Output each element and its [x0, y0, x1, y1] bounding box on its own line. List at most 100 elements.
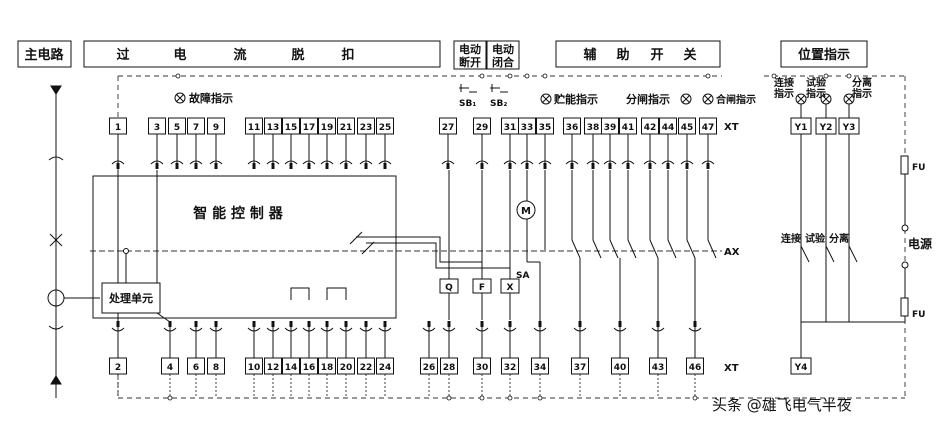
coil-label: F	[479, 283, 485, 293]
open-indication-label: 分闸指示	[626, 92, 670, 106]
plug-contact-icon	[475, 160, 489, 165]
watermark: 头条 @雄飞电气半夜	[712, 396, 852, 414]
plug-contact-icon	[111, 327, 125, 332]
terminal-label: 2	[115, 363, 121, 373]
main-contact-top-icon	[48, 156, 64, 161]
plug-contact-icon	[302, 327, 316, 332]
terminal-box	[473, 117, 491, 135]
plug-pin-icon	[116, 321, 120, 327]
plug-pin-icon	[618, 321, 622, 327]
terminal-bottom-37: 37	[571, 321, 589, 375]
terminal-top-21: 21	[337, 117, 355, 169]
terminal-label: 12	[267, 363, 280, 373]
plug-pin-icon	[175, 163, 179, 169]
plug-pin-icon	[271, 321, 275, 327]
terminal-label: 41	[622, 123, 635, 133]
terminal-bottom-4: 4	[161, 321, 179, 375]
coil-box	[439, 278, 459, 294]
terminal-label: 30	[476, 363, 489, 373]
sb1-label: SB₁	[459, 99, 476, 109]
plug-pin-icon	[666, 163, 670, 169]
terminal-bottom-32: 32	[501, 321, 519, 375]
terminal-bottom-8: 8	[207, 321, 225, 375]
test-ind-line-2: 指示	[806, 87, 826, 100]
plug-contact-icon	[359, 160, 373, 165]
terminal-top-11: 11	[245, 117, 263, 169]
power-terminal-top	[901, 224, 909, 232]
smart-controller-label: 智 能 控 制 器	[192, 205, 283, 222]
motor-close-line-2: 闭合	[492, 55, 515, 69]
plug-contact-icon	[688, 327, 702, 332]
plug-pin-icon	[427, 321, 431, 327]
energy-indication-label: 贮能指示	[553, 92, 598, 106]
aux-contact-icon	[571, 239, 581, 259]
terminal-label: 25	[379, 123, 392, 133]
plug-pin-icon	[252, 163, 256, 169]
plug-pin-icon	[289, 321, 293, 327]
terminal-box	[518, 117, 536, 135]
terminal-top-17: 17	[300, 117, 318, 169]
plug-contact-icon	[209, 160, 223, 165]
test-ind-line-1: 试验	[806, 76, 827, 89]
connect-ind-line-1: 连接	[774, 76, 794, 89]
terminal-label: 39	[604, 123, 617, 133]
plug-pin-icon	[538, 321, 542, 327]
plug-pin-icon	[446, 163, 450, 169]
connect-ind-line-2: 指示	[774, 87, 794, 100]
motor-close-header-box	[486, 40, 520, 70]
plug-pin-icon	[194, 163, 198, 169]
terminal-bottom-12: 12	[264, 321, 282, 375]
plug-contact-icon	[701, 160, 715, 165]
plug-contact-icon	[441, 160, 455, 165]
plug-contact-icon	[170, 160, 184, 165]
plug-pin-icon	[525, 163, 529, 169]
terminal-box	[420, 357, 438, 375]
terminal-top-13: 13	[264, 117, 282, 169]
plug-pin-icon	[364, 321, 368, 327]
terminal-box	[790, 117, 812, 135]
plug-contact-icon	[603, 160, 617, 165]
terminal-label: 20	[340, 363, 353, 373]
frame-node-icon	[537, 395, 543, 401]
frame-node-icon	[823, 73, 829, 79]
terminal-box	[161, 357, 179, 375]
xt-bottom-label: XT	[724, 363, 739, 374]
plug-contact-icon	[189, 327, 203, 332]
plug-contact-icon	[520, 160, 534, 165]
misc-labels: XT XT AX SB₁ SB₂ SA M 连接 试验 分离 电源 FU FU	[459, 99, 932, 374]
fu-bottom-label: FU	[912, 310, 925, 320]
terminal-top-39: 39	[601, 117, 619, 169]
terminal-box	[501, 357, 519, 375]
terminal-label: 3	[154, 123, 160, 133]
terminal-label: 21	[340, 123, 353, 133]
terminal-box	[686, 357, 704, 375]
coil-label: Q	[445, 283, 453, 293]
plug-contact-icon	[111, 160, 125, 165]
terminal-top-Y1: Y1	[790, 117, 812, 135]
plug-contact-icon	[378, 327, 392, 332]
frame-node-icon	[692, 395, 698, 401]
motor-open-header-box	[453, 40, 487, 70]
plug-contact-icon	[284, 160, 298, 165]
terminal-top-3: 3	[148, 117, 166, 169]
terminal-box	[649, 357, 667, 375]
aux-contact-icon	[707, 239, 717, 259]
terminal-box	[678, 117, 696, 135]
terminal-top-Y3: Y3	[838, 117, 860, 135]
terminal-box	[619, 117, 637, 135]
terminal-bottom-16: 16	[300, 321, 318, 375]
plug-contact-icon	[209, 327, 223, 332]
plug-pin-icon	[570, 163, 574, 169]
terminal-label: 37	[574, 363, 587, 373]
wire	[156, 312, 171, 323]
arrow-bottom-icon	[50, 375, 62, 385]
terminal-label: 40	[614, 363, 627, 373]
switch-icon	[349, 231, 363, 245]
aux-char-1: 辅	[583, 47, 596, 63]
terminal-bottom-22: 22	[357, 321, 375, 375]
sa-label: SA	[516, 271, 529, 281]
terminal-label: 14	[285, 363, 298, 373]
plug-contact-icon	[266, 327, 280, 332]
